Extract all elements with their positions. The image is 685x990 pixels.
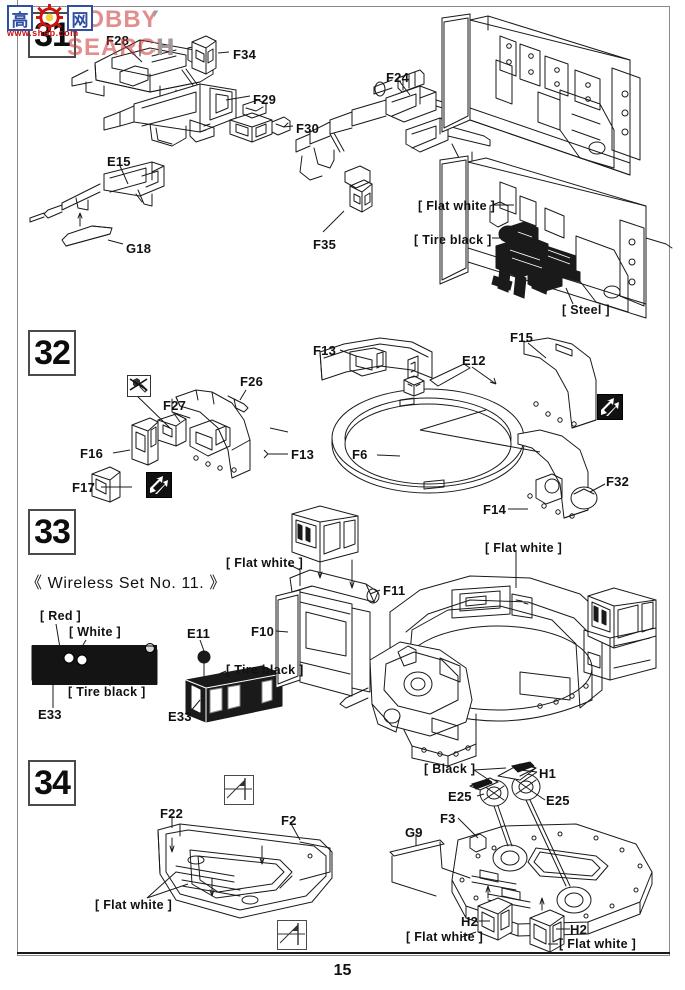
no-cement-icon	[127, 375, 151, 397]
watermark-cjk-right: 网	[67, 5, 93, 31]
label-f22: F22	[160, 806, 184, 821]
cut-mark-icon-1	[224, 775, 254, 805]
label-f17: F17	[72, 480, 96, 495]
wireless-set-subtitle: 《 Wireless Set No. 11. 》	[26, 575, 226, 592]
step-number-34: 34	[28, 760, 76, 806]
label-e11: E11	[187, 626, 211, 641]
label-f2: F2	[281, 813, 297, 828]
paint-red-33: [ Red ]	[40, 609, 81, 623]
page-border-right	[669, 6, 670, 956]
footer-rule	[17, 952, 670, 954]
label-f11: F11	[383, 583, 406, 598]
label-f15: F15	[510, 330, 534, 345]
label-f28: F28	[106, 33, 130, 48]
watermark-url: www.shop.com	[7, 28, 79, 38]
label-f27: F27	[163, 398, 187, 413]
paint-white-33: [ White ]	[69, 625, 121, 639]
label-f24: F24	[386, 70, 410, 85]
watermark-search-text: HOBBY SEARCH	[68, 6, 176, 61]
paint-tire-black-33a: [ Tire black ]	[68, 685, 146, 699]
cut-mark-icon-2	[277, 920, 307, 950]
label-f14: F14	[483, 502, 507, 517]
paint-tire-black-31: [ Tire black ]	[414, 233, 492, 247]
paint-flat-white-34b: [ Flat white ]	[406, 930, 484, 944]
paint-flat-white-34c: [ Flat white ]	[559, 937, 637, 951]
paint-flat-white-31: [ Flat white ]	[418, 199, 496, 213]
label-f35: F35	[313, 237, 337, 252]
step-number-33: 33	[28, 509, 76, 555]
watermark-gear-icon	[36, 4, 63, 31]
label-e25-a: E25	[448, 789, 472, 804]
label-f6: F6	[352, 447, 368, 462]
page-number: 15	[333, 962, 352, 979]
label-e12: E12	[462, 353, 486, 368]
label-h1: H1	[539, 766, 557, 781]
movable-part-icon-2	[597, 394, 623, 420]
watermark: HOBBY SEARCH HOBBY SEARCH 高 网 www.shop.c…	[4, 2, 214, 61]
movable-part-icon-1	[146, 472, 172, 498]
label-h2-a: H2	[461, 914, 479, 929]
label-e15: E15	[107, 154, 131, 169]
label-f3: F3	[440, 811, 456, 826]
label-f26: F26	[240, 374, 264, 389]
paint-flat-white-34a: [ Flat white ]	[95, 898, 173, 912]
label-e33-a: E33	[38, 707, 62, 722]
part-e33-details	[31, 643, 158, 685]
label-f10: F10	[251, 624, 275, 639]
label-f13-b: F13	[313, 343, 337, 358]
page-border-left	[17, 0, 18, 955]
paint-tire-black-33b: [ Tire black ]	[226, 663, 304, 677]
label-f34: F34	[233, 47, 257, 62]
paint-steel-31: [ Steel ]	[562, 303, 610, 317]
label-f29: F29	[253, 92, 277, 107]
paint-flat-white-33a: [ Flat white ]	[226, 556, 304, 570]
label-e33-b: E33	[168, 709, 192, 724]
label-f30: F30	[296, 121, 320, 136]
page-border-bottom	[17, 955, 670, 956]
part-e33-radio-body	[32, 645, 157, 685]
label-f16: F16	[80, 446, 104, 461]
watermark-cjk-left: 高	[7, 5, 33, 31]
label-h2-b: H2	[570, 922, 588, 937]
label-f13-a: F13	[291, 447, 315, 462]
paint-flat-white-33b: [ Flat white ]	[485, 541, 563, 555]
label-e25-b: E25	[546, 793, 570, 808]
label-f32: F32	[606, 474, 630, 489]
label-g9: G9	[405, 825, 423, 840]
paint-black-34: [ Black ]	[424, 762, 476, 776]
label-g18: G18	[126, 241, 152, 256]
step-number-32: 32	[28, 330, 76, 376]
page-border-top	[17, 6, 670, 7]
